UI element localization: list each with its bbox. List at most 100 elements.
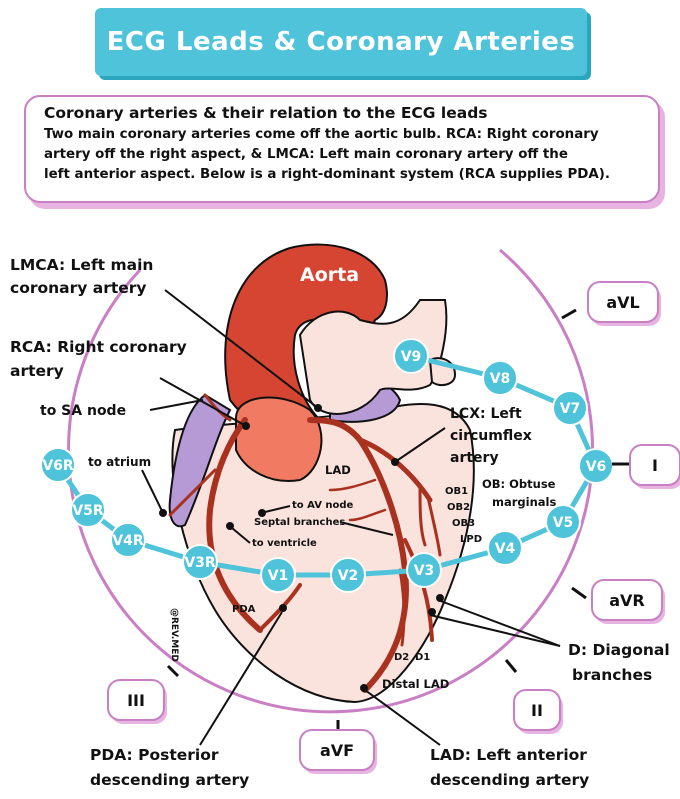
limb-avl-label: aVL [606, 293, 639, 312]
lcx-label-3: artery [450, 450, 499, 466]
lead-v5-label: V5 [553, 515, 574, 531]
pulmonary-trunk [298, 299, 448, 415]
av-node-label: to AV node [292, 500, 354, 511]
lcx-leader-dot [391, 458, 399, 466]
limb-ii-box [513, 689, 561, 731]
ob1-branch [418, 483, 427, 547]
ob-label-1: OB: Obtuse [482, 477, 556, 491]
pda-leader-dot [279, 604, 287, 612]
lmca-leader [164, 289, 319, 409]
ventricle-label: to ventricle [252, 538, 317, 549]
atrium-leader [141, 469, 164, 514]
watermark: @REV.MED [169, 608, 179, 662]
lead-v1-circle [260, 557, 296, 593]
aortic-bulb [235, 396, 323, 482]
lcx-label-2: circumflex [450, 428, 532, 444]
lmca-leader-dot [314, 404, 322, 412]
ventricle-leader-dot [226, 522, 234, 530]
lmca-label-1: LMCA: Left main [10, 256, 153, 274]
page-title: ECG Leads & Coronary Arteries [106, 27, 576, 57]
pda-leader [199, 611, 283, 746]
ventricle-leader [231, 527, 251, 544]
av-node-leader [264, 505, 291, 513]
right-atrium-purple [168, 393, 232, 528]
intro-heading: Coronary arteries & their relation to th… [44, 104, 488, 122]
septal-branch-1 [328, 478, 377, 492]
rca-leader-dot [242, 422, 250, 430]
limb-i-label: I [652, 456, 658, 475]
limb-avr-label: aVR [609, 591, 645, 610]
sa-node-label: to SA node [40, 403, 126, 419]
limb-avr-box [591, 579, 663, 621]
lpd-label: LPD [460, 534, 482, 545]
ob1-label: OB1 [445, 486, 468, 497]
aorta-label: Aorta [300, 264, 359, 286]
atrial-branch [168, 468, 217, 517]
lcx-leader [394, 427, 446, 463]
lead-v9-circle [393, 338, 429, 374]
limb-iii-label: III [127, 691, 145, 710]
lad-full-label-1: LAD: Left anterior [430, 746, 587, 764]
atrium-leader-dot [159, 509, 167, 517]
lad-leader [364, 689, 441, 746]
tick-iii [166, 664, 180, 678]
leader-lines [141, 289, 561, 746]
d2-label: D2 [394, 652, 409, 663]
lead-v2-circle [330, 557, 366, 593]
lad-leader-dot [360, 684, 368, 692]
lead-v7-circle [552, 390, 588, 426]
d1-label: D1 [415, 652, 430, 663]
diag-leader-1 [429, 614, 561, 647]
septal-branch-2 [348, 508, 387, 522]
limb-avl-box [587, 281, 659, 323]
distal-lad-label: Distal LAD [382, 677, 449, 691]
ob3-label: OB3 [452, 518, 475, 529]
lead-v2-label: V2 [338, 568, 359, 584]
lead-v6r-label: V6R [42, 458, 74, 474]
lead-v6-circle [578, 448, 614, 484]
lead-v3-label: V3 [414, 563, 435, 579]
rca-leader [159, 377, 247, 427]
lad-full-label-2: descending artery [430, 771, 589, 789]
lead-v4-label: V4 [495, 541, 516, 557]
lmca-path [307, 417, 363, 443]
sa-node-branch [203, 393, 232, 422]
lead-v1-label: V1 [268, 568, 289, 584]
diag-leader-dot-1 [428, 608, 436, 616]
ob2-label: OB2 [447, 502, 470, 513]
limb-iii-box [107, 679, 165, 721]
rca-path [206, 417, 263, 633]
intro-line-2: artery off the right aspect, & LMCA: Lef… [44, 147, 568, 162]
limb-ii-label: II [531, 701, 543, 720]
lead-v3r-circle [182, 544, 218, 580]
rca-label-2: artery [10, 362, 64, 380]
lead-v4r-circle [110, 522, 146, 558]
intro-box: Coronary arteries & their relation to th… [24, 95, 660, 203]
rca-label-1: RCA: Right coronary [10, 338, 187, 356]
limb-i-box [629, 444, 680, 486]
title-banner: ECG Leads & Coronary Arteries [95, 8, 587, 76]
lead-v8-label: V8 [490, 371, 511, 387]
diag-leader-2 [437, 599, 561, 647]
lead-v3r-label: V3R [184, 555, 216, 571]
lead-v6r-circle [40, 447, 76, 483]
lead-v4-circle [487, 530, 523, 566]
pda-label: PDA [232, 604, 256, 615]
tick-avl [561, 308, 577, 320]
lcx-label-1: LCX: Left [450, 406, 522, 422]
lead-v8-circle [482, 360, 518, 396]
diag-leader-dot-2 [436, 594, 444, 602]
tick-ii [504, 659, 518, 673]
lead-v5r-label: V5R [72, 503, 104, 519]
lead-v5-circle [545, 504, 581, 540]
limb-avf-box [299, 729, 375, 771]
atrium-label: to atrium [88, 455, 151, 469]
lead-v7-label: V7 [560, 401, 581, 417]
intro-line-3: left anterior aspect. Below is a right-d… [44, 167, 610, 182]
intro-line-1: Two main coronary arteries come off the … [44, 127, 599, 142]
diag-d2-branch [398, 568, 406, 647]
limb-avf-label: aVF [320, 741, 354, 760]
